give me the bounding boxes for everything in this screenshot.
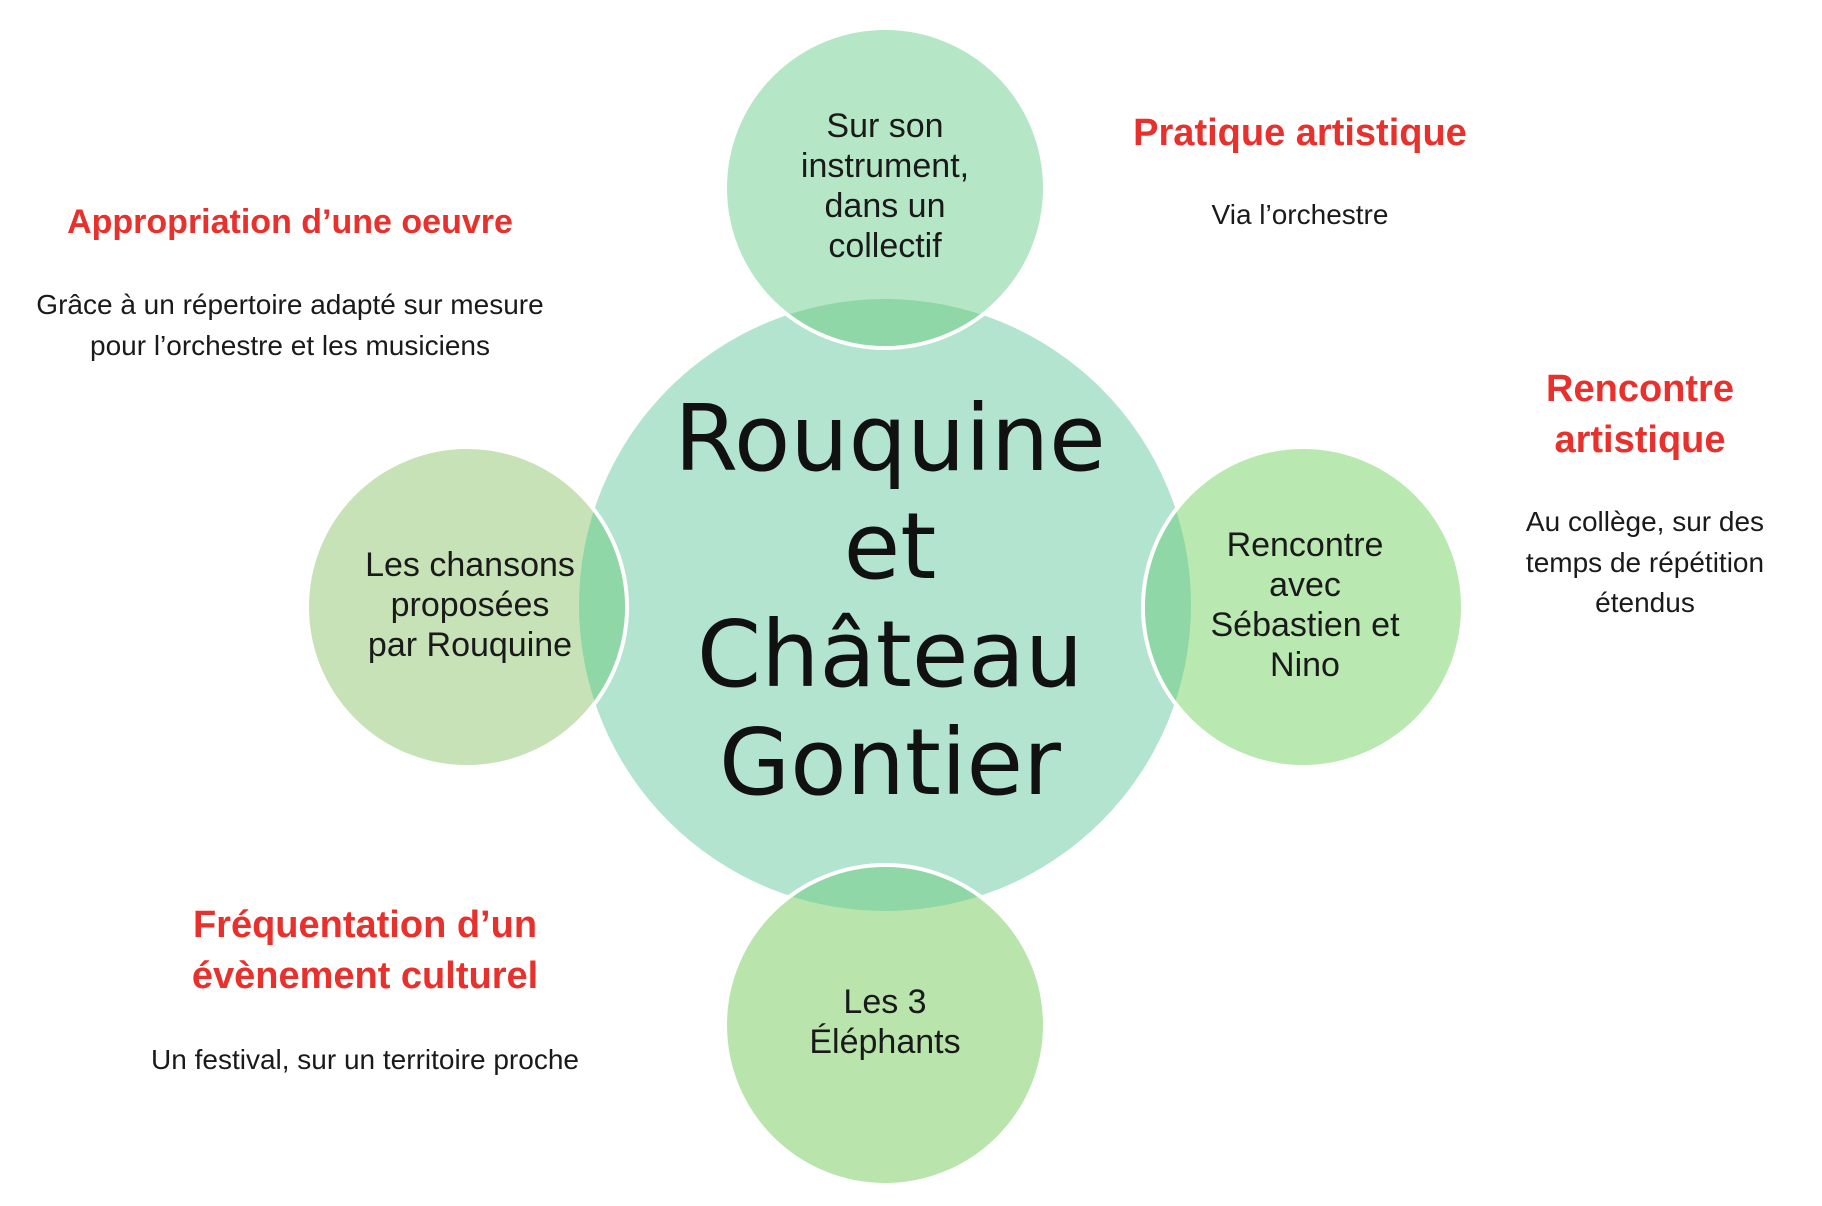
bottom-circle-label: Les 3 Éléphants <box>809 983 961 1061</box>
rencontre-artistique-text: Au collège, sur des temps de répétition … <box>1525 506 1765 619</box>
bottom-circle <box>723 863 1047 1187</box>
center-circle <box>579 299 1191 911</box>
left-circle-label: Les chansons proposées par Rouquine <box>365 546 575 664</box>
left-circle <box>305 445 629 769</box>
appropriation-text: Grâce à un répertoire adapté sur mesure … <box>36 289 544 361</box>
right-circle <box>1141 445 1465 769</box>
pratique-artistique-heading: Pratique artistique <box>1133 112 1467 154</box>
pratique-artistique-text: Via l’orchestre <box>1211 199 1389 230</box>
rencontre-artistique-heading: Rencontre artistique <box>1546 368 1734 462</box>
top-circle <box>723 26 1047 350</box>
top-circle-label: Sur son instrument, dans un collectif <box>800 107 970 265</box>
appropriation-heading: Appropriation d’une oeuvre <box>67 203 513 241</box>
frequentation-heading: Fréquentation d’un évènement culturel <box>191 904 539 998</box>
center-title: Rouquine et Château Gontier <box>674 385 1106 816</box>
right-circle-label: Rencontre avec Sébastien et Nino <box>1210 526 1400 684</box>
frequentation-text: Un festival, sur un territoire proche <box>151 1044 579 1075</box>
